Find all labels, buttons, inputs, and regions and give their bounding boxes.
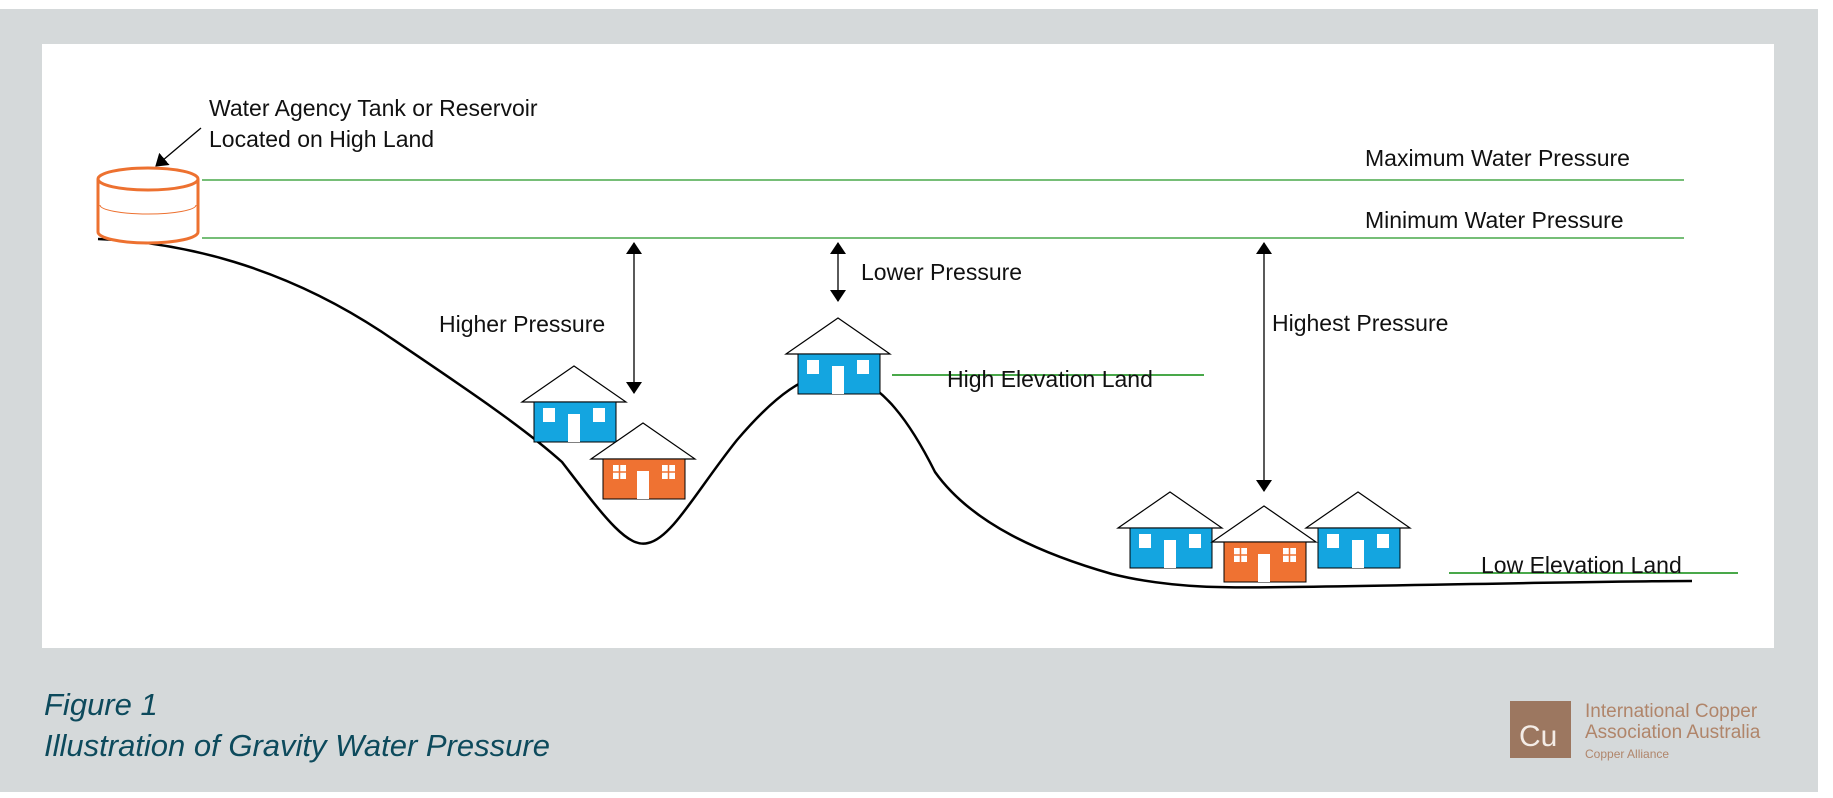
higher-pressure-label: Higher Pressure xyxy=(439,311,605,337)
tank-pointer-arrow xyxy=(155,127,202,167)
high-elevation-label: High Elevation Land xyxy=(947,366,1153,392)
terrain-line xyxy=(97,237,1693,589)
tank-label: Water Agency Tank or Reservoir xyxy=(209,95,538,121)
low-elevation-label: Low Elevation Land xyxy=(1481,552,1682,578)
highest-pressure-label: Highest Pressure xyxy=(1272,310,1448,336)
house-blue-low-right xyxy=(1304,491,1412,569)
house-orange-low xyxy=(1210,505,1318,583)
figure-frame: Water Agency Tank or Reservoir Located o… xyxy=(0,9,1818,792)
copper-logo-mark: Cu xyxy=(1510,701,1571,758)
tank-label-line2: Located on High Land xyxy=(209,126,434,152)
house-orange-valley xyxy=(589,422,697,500)
logo-line-2: Association Australia xyxy=(1585,722,1761,743)
figure-caption: Figure 1 Illustration of Gravity Water P… xyxy=(44,684,550,766)
ica-logo: Cu International Copper Association Aust… xyxy=(1510,701,1760,764)
logo-line-3: Copper Alliance xyxy=(1585,747,1670,761)
reservoir-tank xyxy=(96,166,200,245)
lower-pressure-label: Lower Pressure xyxy=(861,259,1022,285)
logo-text: International Copper Association Austral… xyxy=(1585,701,1760,764)
figure-title: Illustration of Gravity Water Pressure xyxy=(44,728,550,763)
diagram-panel: Water Agency Tank or Reservoir Located o… xyxy=(42,44,1774,648)
gravity-pressure-diagram: Water Agency Tank or Reservoir Located o… xyxy=(96,95,1738,589)
house-blue-low-left xyxy=(1116,491,1224,569)
logo-line-1: International Copper xyxy=(1585,701,1758,722)
minimum-pressure-label: Minimum Water Pressure xyxy=(1365,207,1624,233)
house-blue-hilltop xyxy=(784,317,892,395)
house-blue-valley xyxy=(520,365,628,443)
figure-number: Figure 1 xyxy=(44,687,158,722)
maximum-pressure-label: Maximum Water Pressure xyxy=(1365,145,1630,171)
logo-mark-text: Cu xyxy=(1519,720,1558,753)
